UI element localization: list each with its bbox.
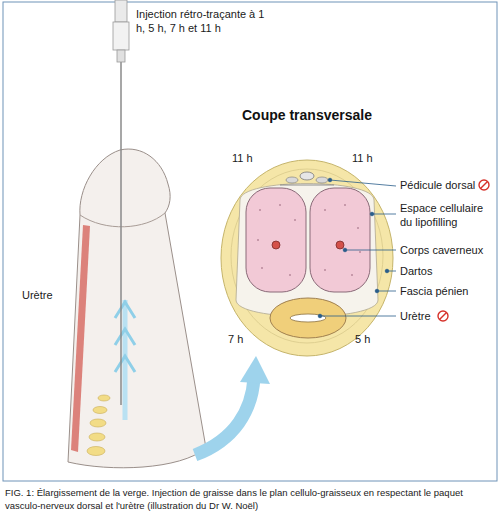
clock-position: 11 h [232,152,253,166]
part-name: Fascia pénien [400,285,469,299]
part-name: Urètre [400,310,431,324]
injection-note: Injection rétro-traçante à 1 h, 5 h, 7 h… [136,8,271,36]
section-heading: Coupe transversale [242,107,372,125]
figure-caption: FIG. 1: Élargissement de la verge. Injec… [5,486,499,513]
clock-position: 11 h [352,152,373,166]
part-name: Espace cellulaire du lipofilling [400,202,490,230]
part-name: Corps caverneux [400,244,483,258]
clock-position: 5 h [355,333,370,347]
part-name: Pédicule dorsal [400,179,475,193]
clock-position: 7 h [228,333,243,347]
part-name: Dartos [400,265,432,279]
part-name: Urètre [22,289,53,303]
